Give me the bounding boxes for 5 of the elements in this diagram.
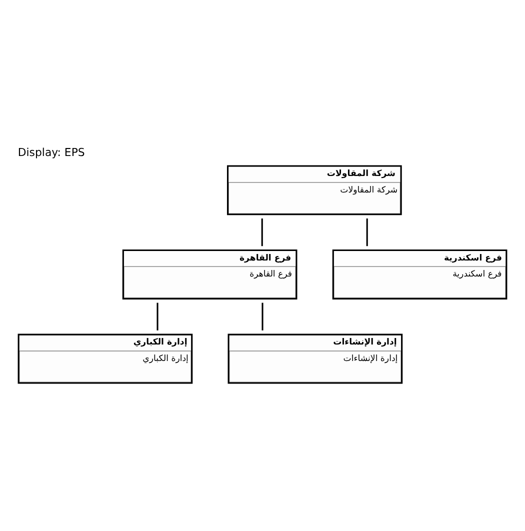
connector bbox=[261, 218, 263, 246]
connector bbox=[262, 302, 264, 330]
connector bbox=[156, 302, 158, 330]
diagram-title: Display: EPS bbox=[18, 146, 85, 159]
connector bbox=[366, 218, 368, 246]
